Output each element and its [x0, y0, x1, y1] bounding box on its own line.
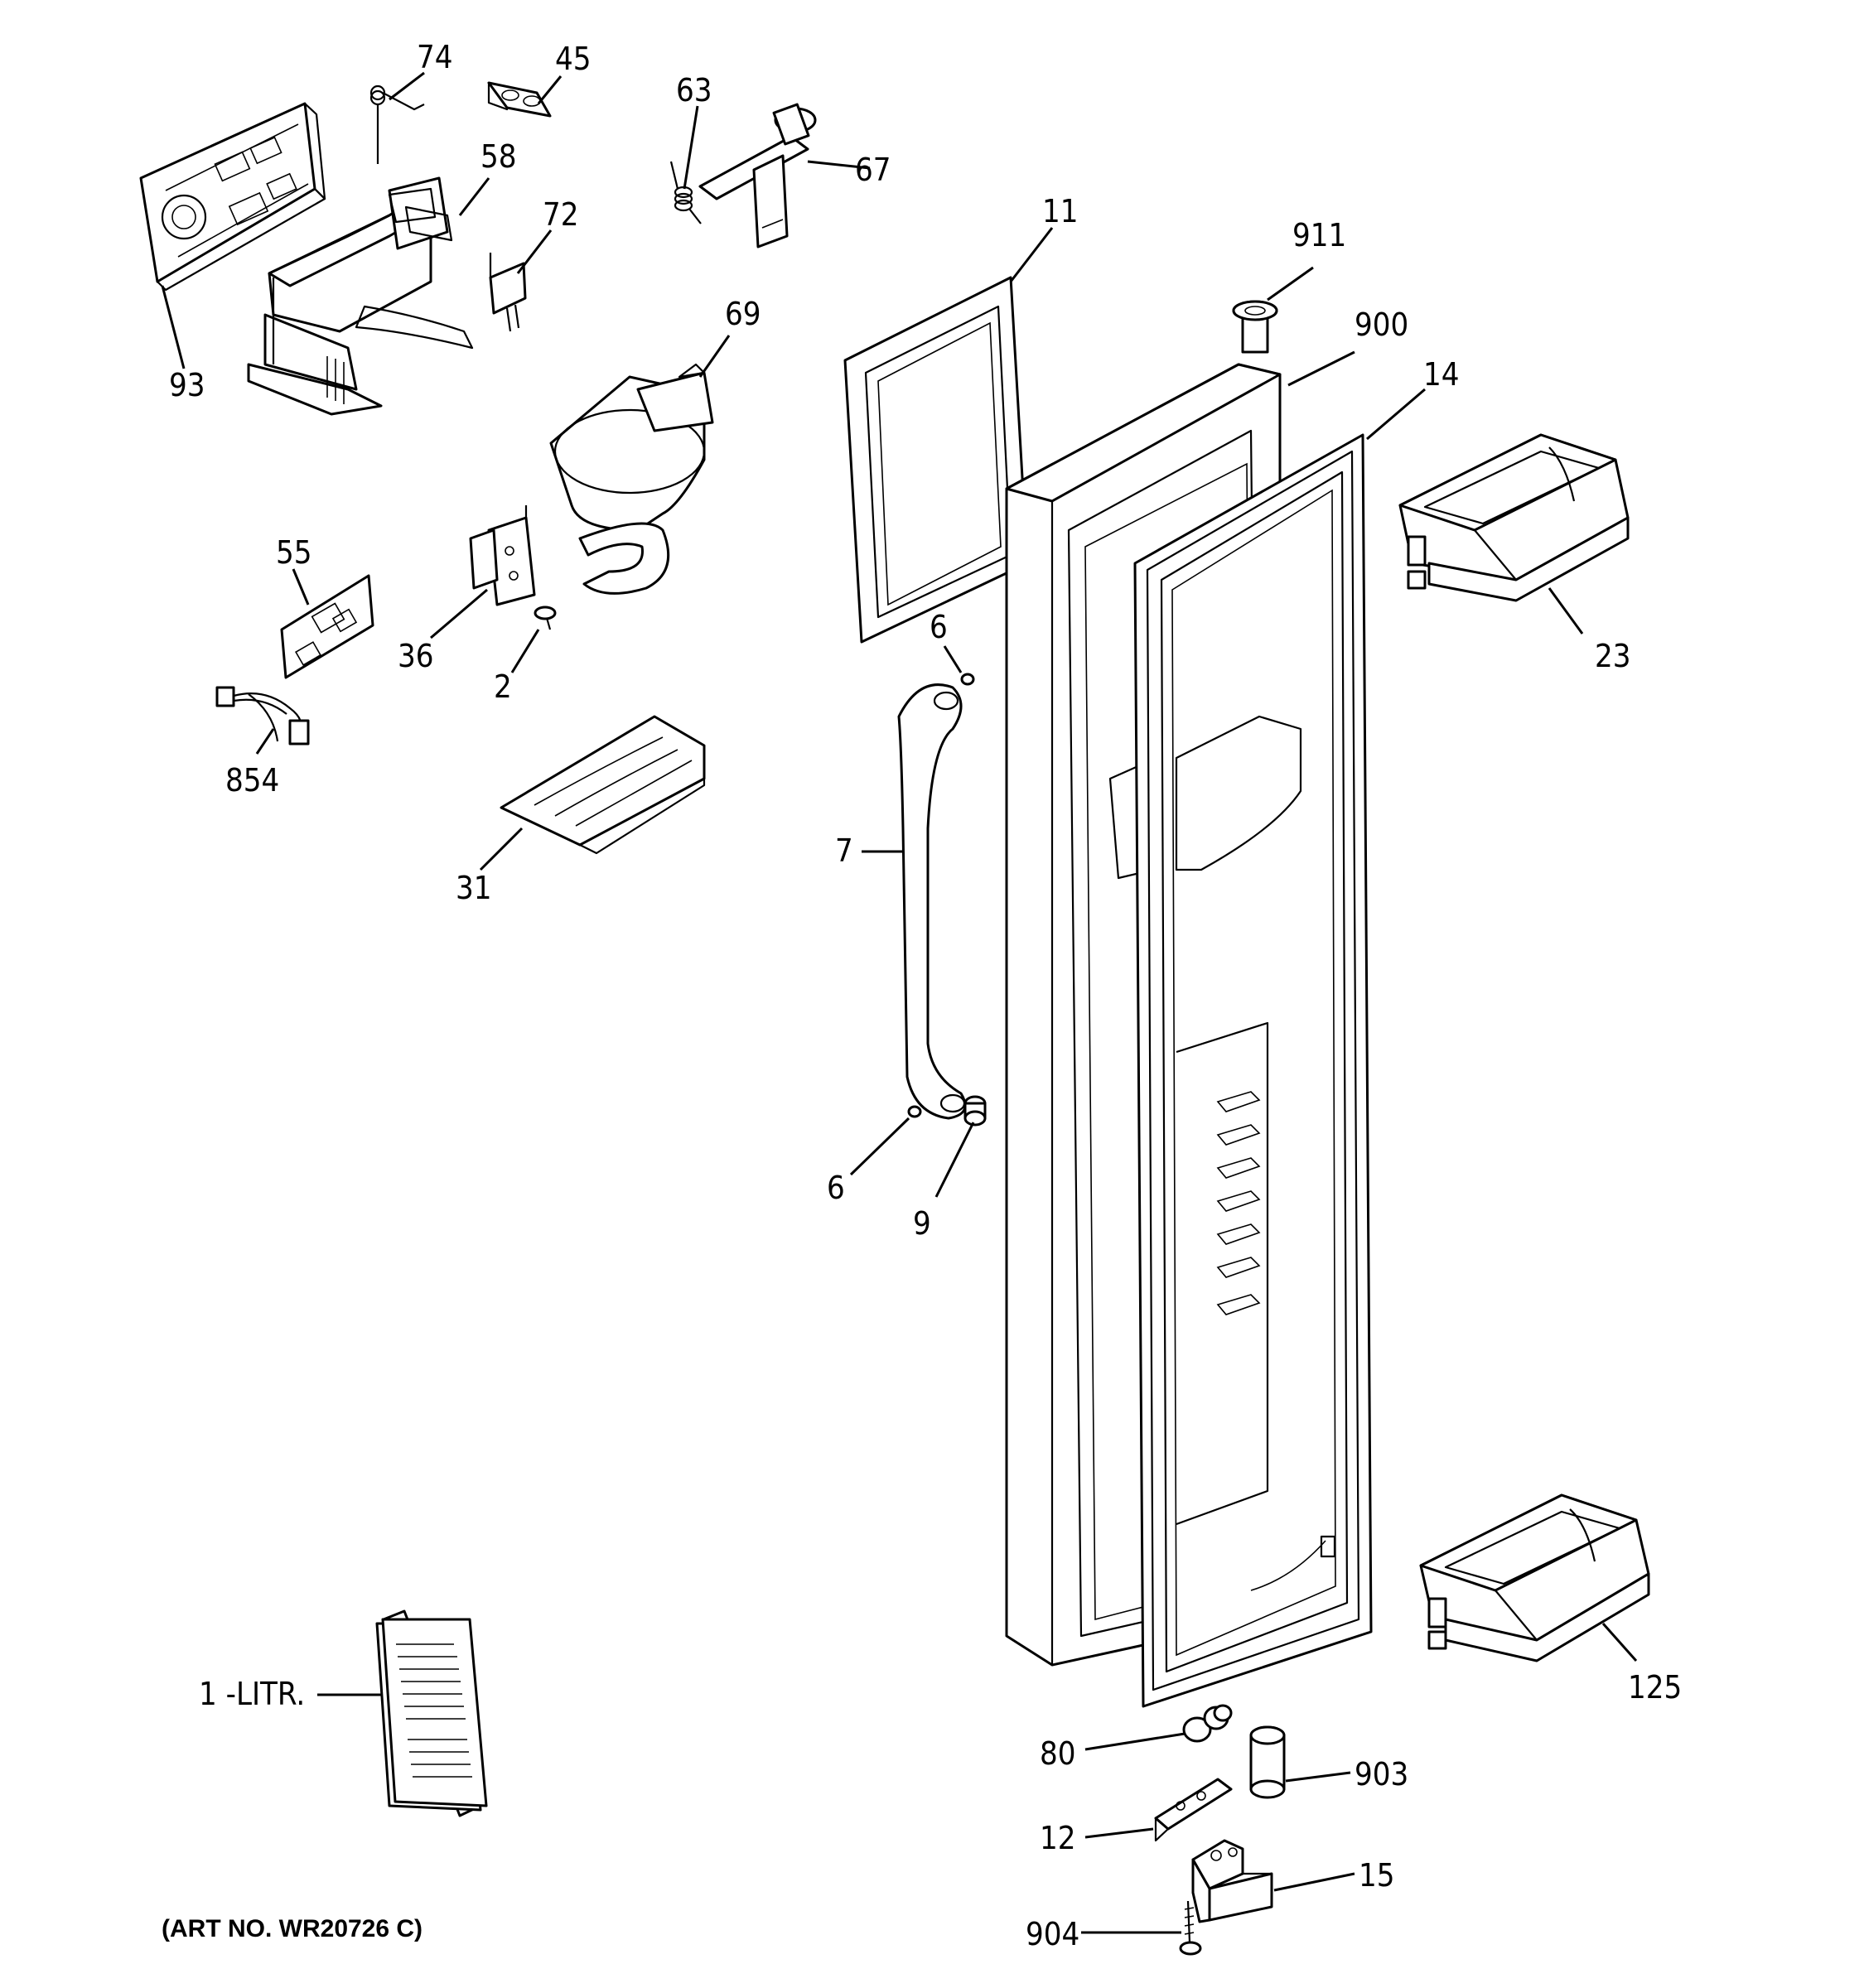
- label-6-bottom: 6: [827, 1170, 845, 1206]
- label-14: 14: [1423, 356, 1460, 393]
- label-904: 904: [1026, 1916, 1079, 1952]
- part-23-door-bin: [1398, 433, 1630, 602]
- label-63: 63: [676, 72, 712, 109]
- part-2-screw: [534, 606, 557, 630]
- part-6-screw-top: [960, 673, 975, 686]
- label-900: 900: [1355, 306, 1408, 343]
- label-11: 11: [1042, 193, 1079, 229]
- label-31: 31: [456, 870, 492, 906]
- part-7-handle: [897, 683, 967, 1120]
- label-72: 72: [543, 196, 579, 233]
- art-number: (ART NO. WR20726 C): [162, 1915, 423, 1942]
- label-12: 12: [1040, 1820, 1076, 1856]
- label-93: 93: [169, 367, 205, 403]
- label-125: 125: [1628, 1669, 1682, 1706]
- label-9: 9: [913, 1205, 931, 1242]
- label-36: 36: [398, 638, 434, 674]
- label-80: 80: [1040, 1735, 1076, 1772]
- part-93-control-panel: [139, 102, 326, 292]
- part-6-screw-bottom: [907, 1105, 922, 1118]
- label-55: 55: [276, 534, 312, 571]
- part-58-dispenser-housing: [247, 176, 474, 416]
- label-58: 58: [480, 138, 517, 175]
- label-69: 69: [725, 296, 761, 332]
- part-12-shim: [1154, 1778, 1233, 1842]
- part-31-drip-tray: [500, 715, 706, 855]
- label-6-top: 6: [930, 609, 948, 645]
- part-67-lever: [698, 103, 817, 248]
- part-903-hinge-pin: [1249, 1725, 1286, 1799]
- part-854-wire-harness: [215, 686, 310, 746]
- part-125-door-bin: [1419, 1493, 1650, 1662]
- part-45-bracket: [487, 81, 552, 118]
- label-23: 23: [1595, 638, 1631, 674]
- literature-text-lines: [396, 1643, 472, 1778]
- part-911-cap: [1232, 300, 1278, 354]
- part-69-ice-chute: [549, 363, 714, 595]
- part-15-hinge: [1191, 1839, 1273, 1923]
- label-67: 67: [855, 152, 891, 188]
- part-72-switch: [489, 253, 527, 332]
- part-1-literature: [375, 1609, 488, 1817]
- part-36-mount-bracket: [469, 505, 536, 606]
- label-7: 7: [835, 832, 853, 869]
- label-74: 74: [417, 39, 453, 75]
- label-15: 15: [1359, 1857, 1395, 1894]
- part-55-circuit-board: [280, 574, 374, 679]
- part-9-plug: [963, 1095, 987, 1127]
- part-14-gasket: [1133, 433, 1373, 1708]
- gasket-tabs: [1216, 1091, 1261, 1315]
- label-1-litr: 1 -LITR.: [199, 1676, 305, 1712]
- label-903: 903: [1355, 1756, 1408, 1793]
- part-11-door-frame: [843, 276, 1029, 644]
- part-80-bushing: [1182, 1704, 1233, 1743]
- label-911: 911: [1292, 217, 1346, 253]
- label-45: 45: [555, 41, 592, 77]
- leader-lines: [161, 71, 1638, 1934]
- label-2: 2: [494, 668, 512, 705]
- label-854: 854: [225, 762, 279, 799]
- part-74-spring: [369, 84, 425, 164]
- part-63-spring: [669, 161, 702, 224]
- part-904-screw: [1179, 1900, 1202, 1956]
- callout-labels: 74 45 63 67 58 72 93 69 11 911 900 14 55…: [169, 39, 1682, 1952]
